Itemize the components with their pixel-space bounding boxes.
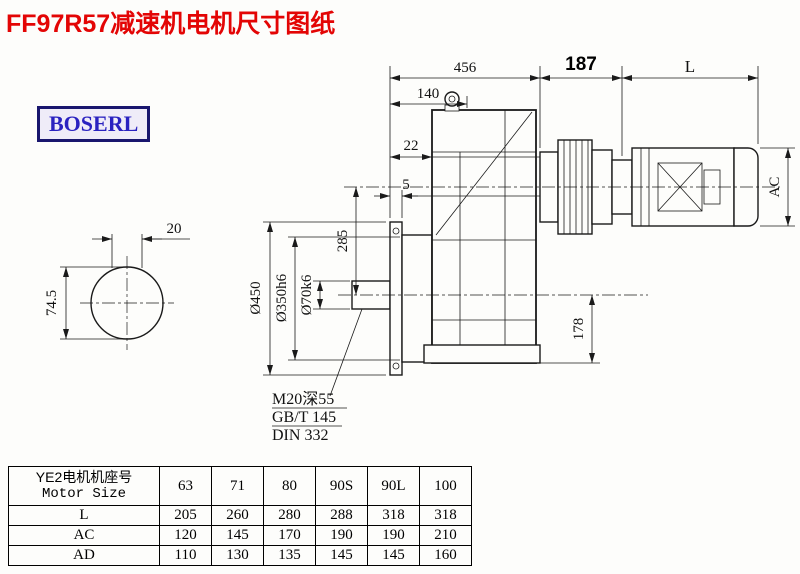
- dim-L-label: L: [685, 57, 695, 76]
- header-motor-size: YE2电机机座号 Motor Size: [8, 466, 160, 506]
- cell-L-71: 260: [211, 505, 264, 526]
- dim-5-label: 5: [402, 177, 410, 193]
- dimension-annotations: 456 187 L 140 22 5 285: [248, 54, 795, 376]
- table-row-L: L 205 260 280 288 318 318: [8, 505, 472, 526]
- cell-AC-90L: 190: [367, 525, 420, 546]
- cell-L-90L: 318: [367, 505, 420, 526]
- cell-L-100: 318: [419, 505, 472, 526]
- header-size-71: 71: [211, 466, 264, 506]
- dim-dia450-label: Ø450: [248, 281, 264, 314]
- dim-22-label: 22: [404, 138, 419, 154]
- note-thread: M20深55: [272, 390, 334, 408]
- row-label-AD: AD: [8, 545, 160, 566]
- table-row-AC: AC 120 145 170 190 190 210: [8, 525, 472, 546]
- dim-178-label: 178: [571, 318, 587, 341]
- cell-AC-80: 170: [263, 525, 316, 546]
- header-size-63: 63: [159, 466, 212, 506]
- cell-AC-100: 210: [419, 525, 472, 546]
- cell-L-90S: 288: [315, 505, 368, 526]
- bottom-notes: M20深55 GB/T 145 DIN 332: [272, 308, 363, 444]
- header-size-90L: 90L: [367, 466, 420, 506]
- header-size-80: 80: [263, 466, 316, 506]
- dim-AC-label: AC: [767, 177, 783, 198]
- cell-AD-63: 110: [159, 545, 212, 566]
- cell-L-63: 205: [159, 505, 212, 526]
- dim-dia70-label: Ø70k6: [299, 274, 315, 315]
- header-motor-size-en: Motor Size: [41, 486, 126, 502]
- header-size-100: 100: [419, 466, 472, 506]
- main-assembly-view: [338, 91, 780, 376]
- cell-AC-90S: 190: [315, 525, 368, 546]
- cell-AC-63: 120: [159, 525, 212, 546]
- cell-AD-80: 135: [263, 545, 316, 566]
- cell-L-80: 280: [263, 505, 316, 526]
- brand-logo: BOSERL: [37, 106, 151, 142]
- header-motor-size-cn: YE2电机机座号: [35, 469, 133, 485]
- note-gbt-standard: GB/T 145: [272, 409, 336, 426]
- row-label-AC: AC: [8, 525, 160, 546]
- cell-AC-71: 145: [211, 525, 264, 546]
- dim-456-label: 456: [454, 60, 477, 76]
- shaft-end-view: 74.5 20: [44, 221, 190, 350]
- dim-285-label: 285: [335, 230, 351, 253]
- cell-AD-90L: 145: [367, 545, 420, 566]
- row-label-L: L: [8, 505, 160, 526]
- dim-74p5-label: 74.5: [44, 290, 60, 316]
- table-row-AD: AD 110 130 135 145 145 160: [8, 545, 472, 566]
- dim-187-label: 187: [565, 54, 597, 75]
- cell-AD-100: 160: [419, 545, 472, 566]
- page-title: FF97R57减速机电机尺寸图纸: [6, 10, 336, 38]
- note-din-standard: DIN 332: [272, 427, 328, 444]
- dim-20-label: 20: [167, 221, 182, 237]
- table-header-row: YE2电机机座号 Motor Size 63 71 80 90S 90L 100: [8, 466, 472, 506]
- dim-dia350-label: Ø350h6: [274, 273, 290, 322]
- dim-140-label: 140: [417, 86, 440, 102]
- motor-size-table: YE2电机机座号 Motor Size 63 71 80 90S 90L 100…: [8, 466, 472, 566]
- header-size-90S: 90S: [315, 466, 368, 506]
- cell-AD-90S: 145: [315, 545, 368, 566]
- cell-AD-71: 130: [211, 545, 264, 566]
